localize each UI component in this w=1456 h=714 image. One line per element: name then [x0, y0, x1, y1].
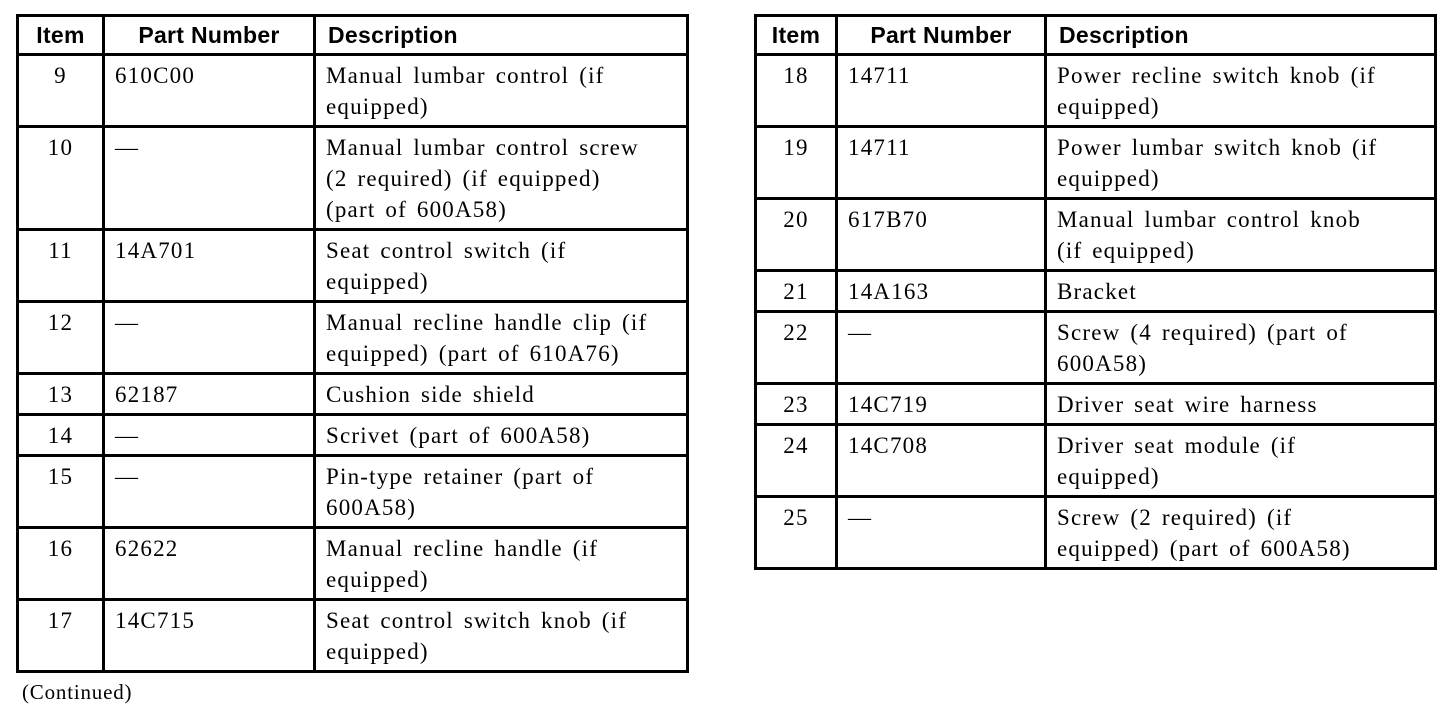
description-cell: Power lumbar switch knob (if equipped)	[1044, 125, 1437, 200]
column-header-part-number: Part Number	[102, 14, 316, 56]
description-cell: Scrivet (part of 600A58)	[313, 413, 689, 457]
part-number-cell: 14C715	[102, 598, 316, 673]
item-cell: 15	[16, 454, 105, 529]
description-cell: Seat control switch knob (if equipped)	[313, 598, 689, 673]
item-cell: 11	[16, 228, 105, 303]
description-cell: Manual recline handle (if equipped)	[313, 526, 689, 601]
item-cell: 21	[754, 269, 838, 313]
description-cell: Cushion side shield	[313, 372, 689, 416]
item-cell: 16	[16, 526, 105, 601]
column-header-description: Description	[313, 14, 689, 56]
part-number-cell: 14711	[835, 125, 1047, 200]
part-number-cell: —	[835, 495, 1047, 570]
part-number-cell: 14A163	[835, 269, 1047, 313]
table-row: 15—Pin-type retainer (part of 600A58)	[16, 454, 689, 529]
item-cell: 14	[16, 413, 105, 457]
table-row: 12—Manual recline handle clip (if equipp…	[16, 300, 689, 375]
description-cell: Seat control switch (if equipped)	[313, 228, 689, 303]
item-cell: 22	[754, 310, 838, 385]
part-number-cell: —	[102, 413, 316, 457]
table-row: 22—Screw (4 required) (part of 600A58)	[754, 310, 1437, 385]
column-header-item: Item	[754, 14, 838, 56]
description-cell: Manual lumbar control screw (2 required)…	[313, 125, 689, 231]
part-number-cell: 14711	[835, 53, 1047, 128]
description-cell: Bracket	[1044, 269, 1437, 313]
continued-note: (Continued)	[22, 680, 133, 704]
part-number-cell: —	[102, 125, 316, 231]
item-cell: 23	[754, 382, 838, 426]
item-cell: 19	[754, 125, 838, 200]
description-cell: Manual recline handle clip (if equipped)…	[313, 300, 689, 375]
description-cell: Manual lumbar control (if equipped)	[313, 53, 689, 128]
part-number-cell: 14A701	[102, 228, 316, 303]
item-cell: 9	[16, 53, 105, 128]
item-cell: 25	[754, 495, 838, 570]
part-number-cell: —	[102, 300, 316, 375]
part-number-cell: —	[835, 310, 1047, 385]
item-cell: 10	[16, 125, 105, 231]
part-number-cell: 610C00	[102, 53, 316, 128]
item-cell: 18	[754, 53, 838, 128]
description-cell: Screw (4 required) (part of 600A58)	[1044, 310, 1437, 385]
description-cell: Power recline switch knob (if equipped)	[1044, 53, 1437, 128]
part-number-cell: 617B70	[835, 197, 1047, 272]
column-header-item: Item	[16, 14, 105, 56]
part-number-cell: 62622	[102, 526, 316, 601]
description-cell: Driver seat wire harness	[1044, 382, 1437, 426]
part-number-cell: 14C719	[835, 382, 1047, 426]
column-header-description: Description	[1044, 14, 1437, 56]
item-cell: 12	[16, 300, 105, 375]
item-cell: 17	[16, 598, 105, 673]
item-cell: 13	[16, 372, 105, 416]
item-cell: 24	[754, 423, 838, 498]
table-row: 10—Manual lumbar control screw (2 requir…	[16, 125, 689, 231]
column-header-part-number: Part Number	[835, 14, 1047, 56]
description-cell: Driver seat module (if equipped)	[1044, 423, 1437, 498]
description-cell: Screw (2 required) (if equipped) (part o…	[1044, 495, 1437, 570]
table-row: 14—Scrivet (part of 600A58)	[16, 413, 689, 457]
part-number-cell: 62187	[102, 372, 316, 416]
item-cell: 20	[754, 197, 838, 272]
part-number-cell: 14C708	[835, 423, 1047, 498]
part-number-cell: —	[102, 454, 316, 529]
description-cell: Manual lumbar control knob (if equipped)	[1044, 197, 1437, 272]
description-cell: Pin-type retainer (part of 600A58)	[313, 454, 689, 529]
table-row: 25—Screw (2 required) (if equipped) (par…	[754, 495, 1437, 570]
